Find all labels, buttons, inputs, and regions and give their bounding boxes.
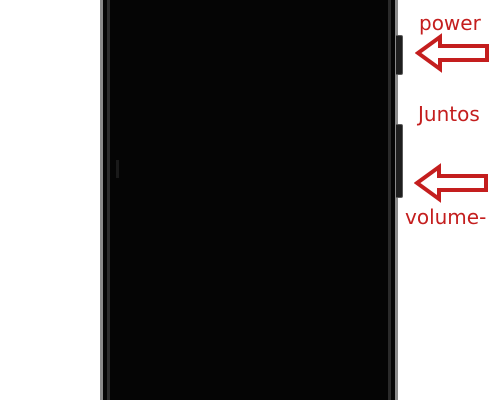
power-button	[396, 35, 403, 75]
volume-label: volume-	[405, 205, 487, 229]
phone-left-edge	[107, 0, 110, 400]
volume-down-button	[396, 124, 403, 198]
phone-sensor	[116, 160, 119, 178]
phone-right-edge	[388, 0, 391, 400]
together-label: Juntos	[418, 102, 480, 126]
left-arrow-icon	[415, 33, 489, 73]
left-arrow-icon	[414, 163, 488, 203]
power-label: power	[419, 11, 481, 35]
phone-body	[100, 0, 398, 400]
